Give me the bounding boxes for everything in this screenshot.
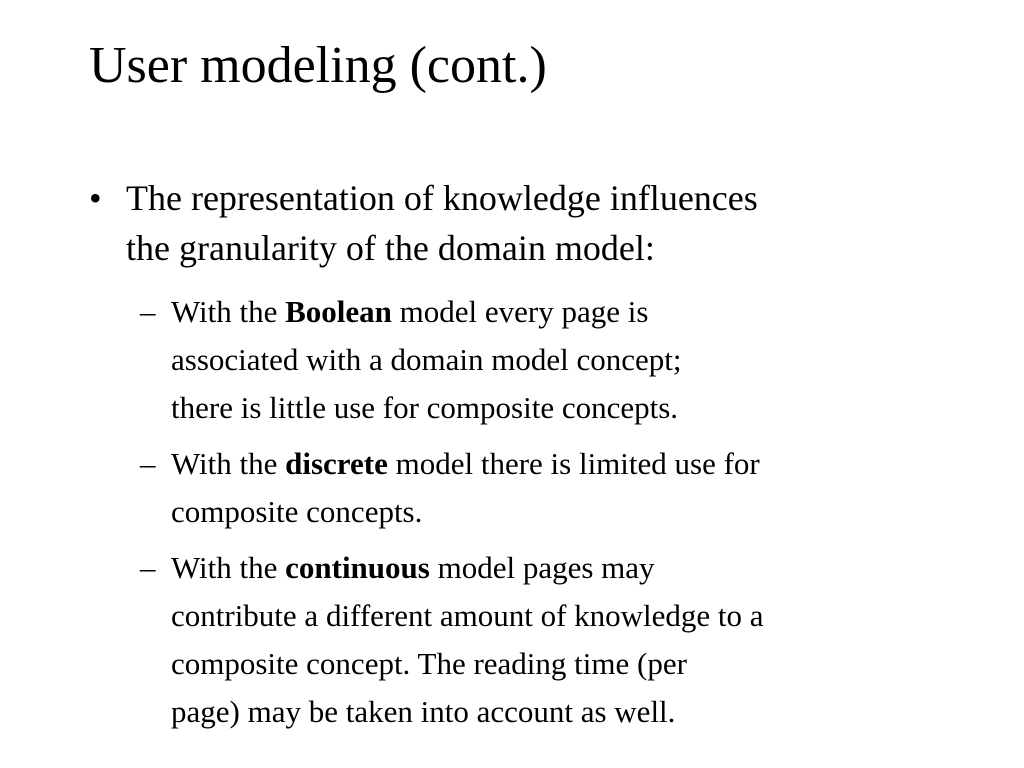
sub-bullet-line: composite concepts. (171, 494, 423, 529)
main-bullet-line: The representation of knowledge influenc… (126, 178, 758, 218)
sub-bullet-text: With the discrete model there is limited… (171, 440, 1000, 536)
sub-bullet-prefix: With the (171, 294, 286, 329)
sub-bullet-boolean: – With the Boolean model every page is a… (140, 288, 1000, 432)
model-term-discrete: discrete (285, 446, 388, 481)
slide-title: User modeling (cont.) (89, 37, 547, 94)
sub-bullet-text: With the Boolean model every page is ass… (171, 288, 1000, 432)
sub-bullet-line: contribute a different amount of knowled… (171, 598, 764, 633)
sub-bullet-first-line: With the continuous model pages may (171, 544, 1000, 592)
dash-marker: – (140, 550, 156, 585)
sub-bullet-rest: model pages may (429, 550, 655, 585)
sub-bullet-first-line: With the discrete model there is limited… (171, 440, 1000, 488)
model-term-boolean: Boolean (285, 294, 392, 329)
sub-bullet-first-line: With the Boolean model every page is (171, 288, 1000, 336)
sub-bullet-discrete: – With the discrete model there is limit… (140, 440, 1000, 536)
sub-bullet-rest: model there is limited use for (387, 446, 760, 481)
model-term-continuous: continuous (285, 550, 430, 585)
sub-bullet-prefix: With the (171, 446, 286, 481)
dash-marker: – (140, 294, 156, 329)
sub-bullet-rest: model every page is (391, 294, 649, 329)
sub-bullet-line: page) may be taken into account as well. (171, 694, 676, 729)
sub-bullet-continuous: – With the continuous model pages may co… (140, 544, 1000, 736)
main-bullet-text: The representation of knowledge influenc… (126, 173, 969, 273)
dash-marker: – (140, 446, 156, 481)
sub-bullet-text: With the continuous model pages may cont… (171, 544, 1000, 736)
bullet-marker: • (89, 178, 102, 218)
sub-bullet-line: composite concept. The reading time (per (171, 646, 687, 681)
sub-bullet-line: associated with a domain model concept; (171, 342, 682, 377)
sub-bullet-list: – With the Boolean model every page is a… (140, 288, 1000, 744)
main-bullet-line: the granularity of the domain model: (126, 228, 655, 268)
main-bullet: • The representation of knowledge influe… (89, 173, 969, 273)
sub-bullet-prefix: With the (171, 550, 286, 585)
sub-bullet-line: there is little use for composite concep… (171, 390, 679, 425)
